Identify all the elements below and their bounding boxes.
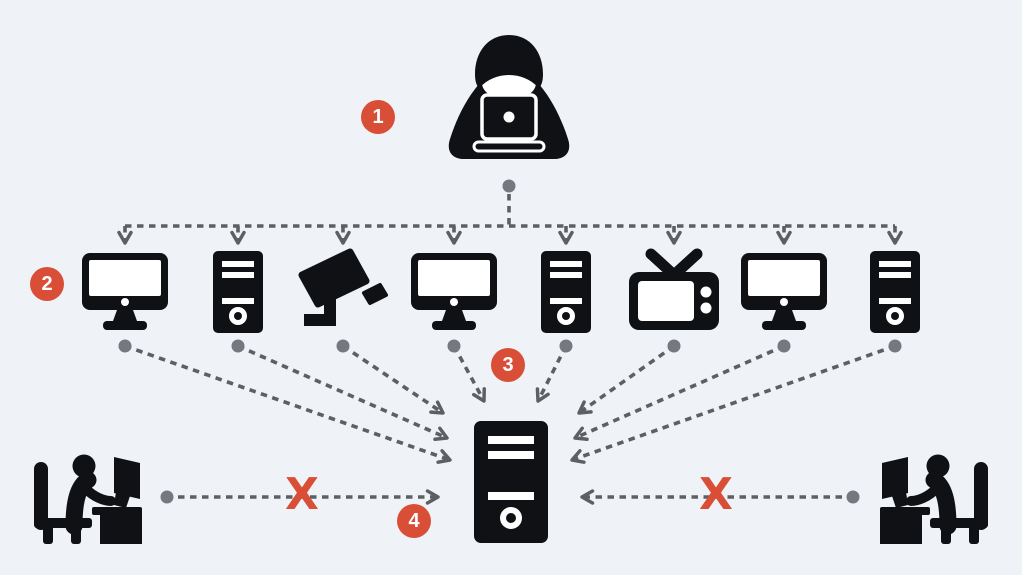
step-2-badge: 2	[30, 267, 64, 301]
device-3-cctv-camera-icon	[296, 248, 390, 334]
device-5-tower-pc-icon	[540, 250, 592, 334]
connector-dots	[118, 179, 902, 504]
device-1-desktop-monitor-icon	[81, 252, 169, 332]
target-server-icon	[473, 420, 549, 544]
step-3-badge: 3	[491, 348, 525, 382]
attacker-hacker-icon	[438, 31, 580, 169]
step-4-badge: 4	[397, 504, 431, 538]
dashed-lines	[117, 194, 903, 505]
legitimate-user-left-icon	[30, 452, 144, 544]
device-8-tower-pc-icon	[869, 250, 921, 334]
device-6-tv-icon	[625, 248, 723, 334]
device-2-tower-pc-icon	[212, 250, 264, 334]
legitimate-user-right-icon	[878, 452, 992, 544]
device-4-desktop-monitor-icon	[410, 252, 498, 332]
blocked-x-right: X	[699, 469, 733, 521]
device-7-desktop-monitor-icon	[740, 252, 828, 332]
blocked-x-left: X	[285, 469, 319, 521]
step-1-badge: 1	[361, 100, 395, 134]
